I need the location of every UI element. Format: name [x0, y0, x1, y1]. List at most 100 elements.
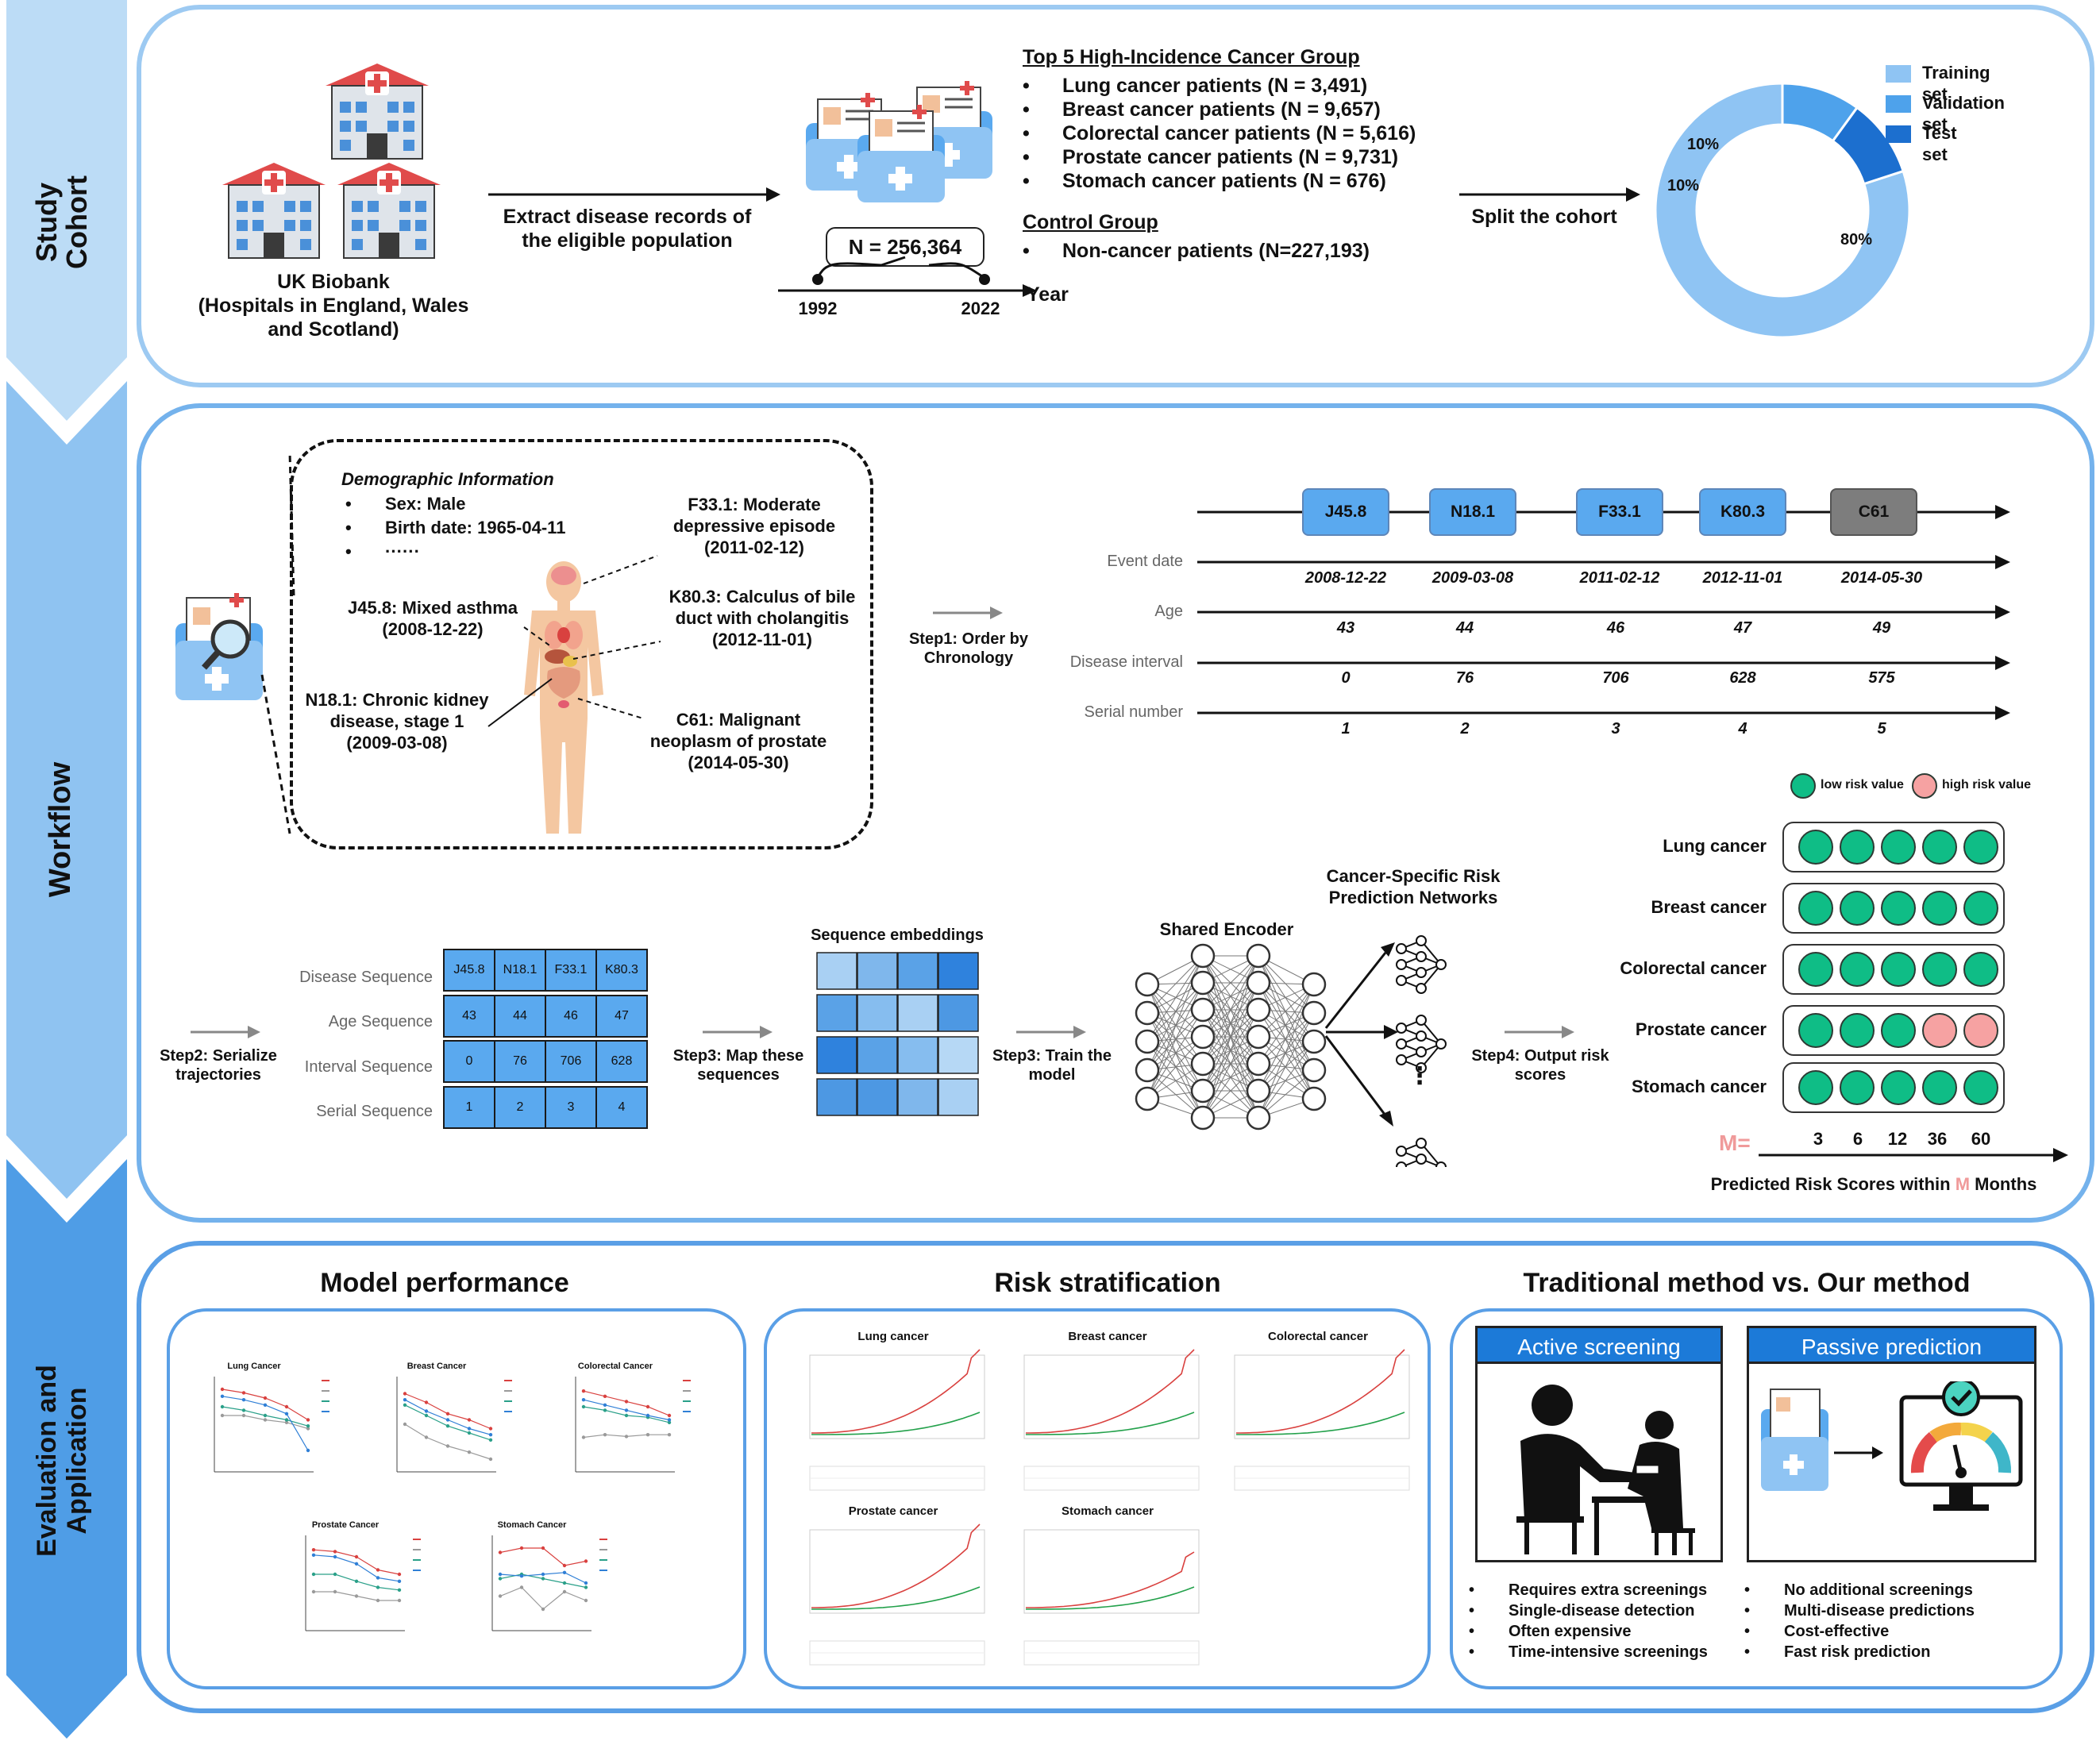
row-label-interval: Disease interval [1069, 653, 1183, 671]
high-risk-dot [1963, 1013, 1998, 1048]
risk-km-chart [809, 1523, 985, 1666]
arrow-extract [488, 187, 780, 202]
low-risk-dot [1922, 891, 1957, 926]
sequence-cell: 76 [494, 1040, 546, 1083]
sequence-cell: 3 [545, 1086, 597, 1129]
encoder-node [1246, 943, 1271, 969]
low-risk-dot [1798, 830, 1833, 865]
seq-label-interval: Interval Sequence [304, 1058, 433, 1076]
event-box-f331: F33.1 [1576, 488, 1663, 536]
encoder-node [1246, 1051, 1271, 1077]
embedding-cell [938, 1078, 979, 1116]
diagnosis-leader-lines [487, 555, 661, 727]
n-total: N = 256,364 [826, 227, 984, 267]
date-1: 2008-12-22 [1304, 569, 1387, 587]
event-box-j458: J45.8 [1302, 488, 1389, 536]
control-item: Non-cancer patients (N=227,193) [1023, 239, 1370, 263]
perf-line-chart [214, 1377, 329, 1473]
encoder-node [1246, 1024, 1271, 1050]
sequence-cell: 43 [443, 995, 495, 1038]
age-1: 43 [1336, 619, 1355, 637]
arrow-step2 [191, 1026, 260, 1038]
risk-row-label: Colorectal cancer [1620, 958, 1767, 978]
age-5: 49 [1872, 619, 1891, 637]
low-risk-dot [1963, 830, 1998, 865]
month-6: 6 [1852, 1129, 1863, 1149]
row-label-age: Age [1154, 603, 1183, 620]
predicted-caption: Predicted Risk Scores within M Months [1710, 1174, 2037, 1194]
embedding-cell [938, 994, 979, 1032]
embedding-cell [897, 1078, 938, 1116]
sequence-cell: N18.1 [494, 949, 546, 992]
encoder-node [1135, 972, 1160, 997]
risk-row-label: Breast cancer [1651, 897, 1767, 917]
low-risk-dot [1881, 952, 1916, 987]
encoder-node [1301, 1086, 1327, 1111]
extract-label-1: Extract disease records of [503, 206, 752, 228]
perf-chart-title: Lung Cancer [227, 1362, 281, 1371]
low-risk-dot [1798, 1070, 1833, 1105]
section-label-study-cohort: Study Cohort [30, 175, 93, 269]
split-donut-chart [1654, 82, 1911, 339]
medical-records-icon [804, 79, 994, 204]
risk-km-chart [809, 1349, 985, 1491]
sequence-embeddings-grid [816, 952, 979, 1116]
age-4: 47 [1733, 619, 1752, 637]
encoder-node [1135, 1057, 1160, 1083]
seq-label-serial: Serial Sequence [316, 1103, 433, 1120]
risk-row [1782, 1005, 2005, 1056]
embedding-cell [897, 994, 938, 1032]
active-item: Requires extra screenings [1469, 1580, 1708, 1600]
arrow-step3-train [1016, 1026, 1086, 1038]
top5-list: Lung cancer patients (N = 3,491) Breast … [1023, 74, 1416, 193]
event-box-n181: N18.1 [1429, 488, 1516, 536]
risk-chart-title: Breast cancer [1068, 1330, 1147, 1343]
sequence-cell: F33.1 [545, 949, 597, 992]
low-risk-dot [1881, 1070, 1916, 1105]
trad-vs-our-title: Traditional method vs. Our method [1523, 1268, 1971, 1298]
encoder-node [1190, 943, 1216, 969]
arrow-step3-map [703, 1026, 773, 1038]
passive-item: Fast risk prediction [1744, 1642, 1975, 1662]
networks-ellipsis: ⋮ [1408, 1063, 1431, 1089]
passive-prediction-icon [1761, 1381, 2023, 1511]
donut-label-val: 10% [1687, 136, 1720, 153]
risk-km-chart [1023, 1529, 1200, 1666]
embedding-cell [857, 994, 898, 1032]
month-36: 36 [1927, 1129, 1948, 1149]
demo-birth: Birth date: 1965-04-11 [345, 516, 565, 540]
date-5: 2014-05-30 [1840, 569, 1923, 587]
shared-encoder-network [1135, 943, 1327, 1130]
serial-2: 2 [1460, 720, 1470, 738]
perf-chart-title: Colorectal Cancer [577, 1362, 653, 1371]
low-risk-dot [1840, 830, 1875, 865]
m-label: M= [1719, 1130, 1751, 1155]
demo-sex: Sex: Male [345, 492, 565, 516]
encoder-node [1301, 1029, 1327, 1054]
age-3: 46 [1606, 619, 1625, 637]
active-screening-header: Active screening [1475, 1326, 1723, 1364]
demo-title: Demographic Information [341, 469, 554, 489]
perf-line-chart [575, 1377, 691, 1473]
control-title: Control Group [1023, 211, 1158, 233]
risk-chart-title: Lung cancer [857, 1330, 929, 1343]
encoder-node [1135, 1000, 1160, 1026]
active-screening-list: Requires extra screenings Single-disease… [1469, 1580, 1708, 1662]
low-risk-dot [1798, 952, 1833, 987]
low-risk-dot [1922, 830, 1957, 865]
encoder-node [1190, 970, 1216, 996]
encoder-node [1301, 1057, 1327, 1083]
event-box-k803: K80.3 [1699, 488, 1786, 536]
serial-3: 3 [1611, 720, 1620, 738]
month-3: 3 [1813, 1129, 1824, 1149]
high-risk-dot [1922, 1013, 1957, 1048]
encoder-node [1246, 1105, 1271, 1130]
passive-item: Cost-effective [1744, 1621, 1975, 1642]
date-4: 2012-11-01 [1702, 569, 1783, 587]
sequence-cell: 0 [443, 1040, 495, 1083]
